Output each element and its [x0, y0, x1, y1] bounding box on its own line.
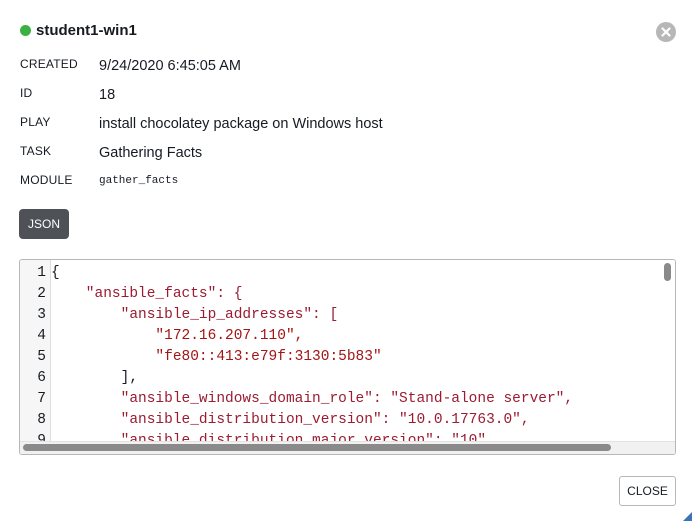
created-label: CREATED: [20, 57, 78, 71]
code-line: "ansible_ip_addresses": [: [51, 307, 339, 323]
code-line: "ansible_distribution_version": "10.0.17…: [51, 412, 530, 428]
line-number: 8: [37, 412, 46, 428]
play-value: install chocolatey package on Windows ho…: [99, 116, 383, 132]
created-value: 9/24/2020 6:45:05 AM: [99, 58, 241, 74]
code-line: "fe80::413:e79f:3130:5b83": [51, 349, 382, 365]
code-line: {: [51, 265, 60, 281]
play-label: PLAY: [20, 115, 51, 129]
line-number: 3: [37, 307, 46, 323]
modal-title: student1-win1: [36, 21, 137, 39]
status-ok-icon: [20, 24, 31, 36]
task-value: Gathering Facts: [99, 145, 203, 161]
json-tab-button[interactable]: JSON: [19, 209, 69, 239]
code-line: "172.16.207.110",: [51, 328, 304, 344]
line-number: 6: [37, 370, 46, 386]
line-number: 5: [37, 349, 46, 365]
id-label: ID: [20, 86, 33, 100]
line-number: 4: [37, 328, 46, 344]
close-button[interactable]: CLOSE: [619, 476, 676, 506]
code-line: ],: [51, 370, 139, 386]
line-number: 1: [37, 265, 46, 281]
code-line: "ansible_windows_domain_role": "Stand-al…: [51, 391, 574, 407]
module-value: gather_facts: [99, 175, 179, 187]
vertical-scrollbar[interactable]: [664, 263, 671, 281]
module-label: MODULE: [20, 173, 73, 187]
line-number: 2: [37, 286, 46, 302]
close-icon[interactable]: [656, 22, 676, 42]
line-number-gutter: 1 2 3 4 5 6 7 8 9: [20, 260, 51, 454]
resize-grip-icon[interactable]: [683, 512, 692, 521]
code-line: "ansible_facts": {: [51, 286, 243, 302]
line-number: 7: [37, 391, 46, 407]
json-code-viewer[interactable]: 1 2 3 4 5 6 7 8 9 { "ansible_facts": { "…: [19, 259, 676, 455]
id-value: 18: [99, 87, 116, 103]
code-text-area[interactable]: { "ansible_facts": { "ansible_ip_address…: [51, 260, 675, 454]
modal-header: student1-win1: [20, 19, 137, 41]
horizontal-scrollbar[interactable]: [23, 444, 611, 451]
task-label: TASK: [20, 144, 52, 158]
